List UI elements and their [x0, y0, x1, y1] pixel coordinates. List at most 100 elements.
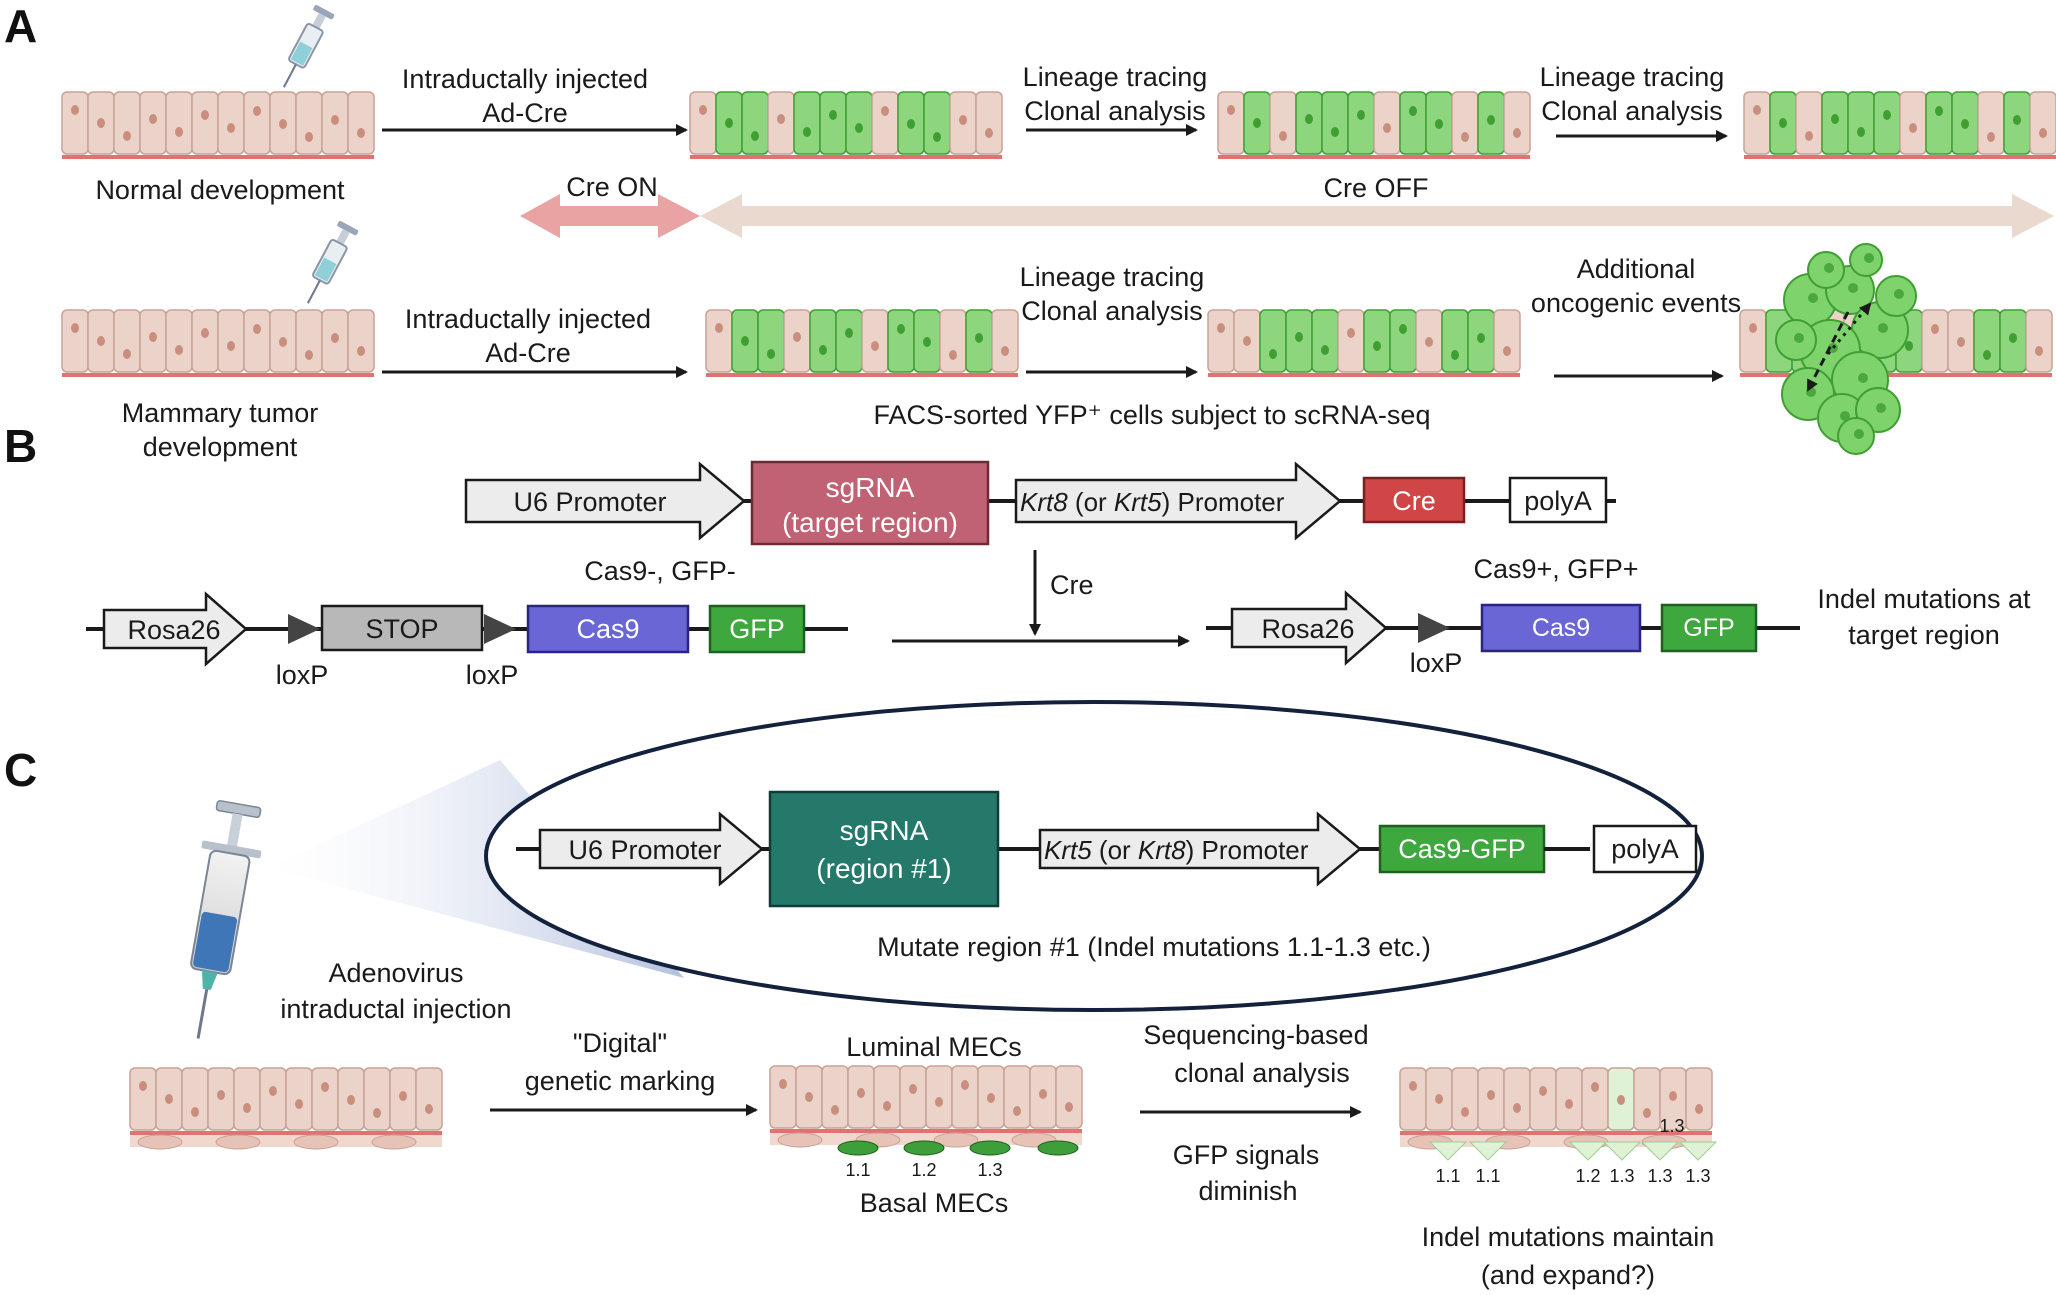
nucleus — [1373, 341, 1381, 351]
nucleus — [1831, 114, 1839, 124]
clone-basal-cell — [1602, 1141, 1642, 1161]
injection-caption: Adenovirus — [328, 958, 463, 988]
nucleus — [1269, 349, 1277, 359]
sgrna-label: sgRNA — [840, 815, 929, 846]
final-mark-label: 1.3 — [1609, 1166, 1634, 1186]
rosa26-label: Rosa26 — [1261, 614, 1354, 644]
nucleus — [1065, 1102, 1073, 1112]
nucleus — [191, 1107, 199, 1117]
basal-cell — [371, 1134, 417, 1150]
basal-cell — [293, 1134, 339, 1150]
basement-membrane — [62, 373, 374, 377]
epithelium-strip — [705, 309, 1019, 377]
cell — [113, 309, 141, 373]
cell — [1207, 309, 1235, 373]
gfp-diminish-label: GFP signals — [1173, 1140, 1320, 1170]
nucleus — [1227, 105, 1235, 115]
basement-membrane — [130, 1131, 442, 1135]
nucleus — [71, 105, 79, 115]
loxp-triangle — [1418, 613, 1450, 643]
cre-on-label: Cre ON — [566, 172, 658, 202]
final-mark-label: 1.1 — [1435, 1166, 1460, 1186]
basement-membrane — [1740, 373, 2052, 377]
luminal-label: Luminal MECs — [846, 1032, 1022, 1062]
nucleus — [2035, 346, 2043, 356]
tumor-nucleus — [1894, 289, 1904, 299]
basal-label: Basal MECs — [860, 1188, 1009, 1218]
labeled-cell — [835, 309, 863, 373]
labeled-cell — [819, 91, 847, 155]
cre-arrow-label: Cre — [1050, 570, 1094, 600]
basal-mark-label: 1.3 — [977, 1160, 1002, 1180]
nucleus — [425, 1104, 433, 1114]
nucleus — [399, 1091, 407, 1101]
nucleus — [1279, 131, 1287, 141]
cell — [873, 1065, 901, 1129]
injection-caption: intraductal injection — [280, 994, 511, 1024]
labeled-cell — [1847, 91, 1875, 155]
nucleus — [279, 337, 287, 347]
nucleus — [1477, 333, 1485, 343]
basement-membrane — [690, 155, 1002, 159]
tumor-development-caption: Mammary tumor — [122, 398, 319, 428]
nucleus — [1461, 132, 1469, 142]
loxp-triangle — [484, 614, 516, 644]
labeled-cell — [741, 91, 769, 155]
nucleus — [1001, 346, 1009, 356]
panel-b-label: B — [4, 420, 37, 472]
cell — [1503, 91, 1531, 155]
nucleus — [987, 1093, 995, 1103]
gfp-label: GFP — [729, 614, 785, 644]
cas9-box — [1480, 603, 1642, 653]
indel-result: target region — [1848, 620, 2000, 650]
basal-cell — [777, 1132, 823, 1148]
cas9-label: Cas9 — [1532, 614, 1590, 642]
cell — [1581, 1067, 1609, 1131]
nucleus — [1753, 105, 1761, 115]
cell — [191, 309, 219, 373]
nucleus — [883, 1101, 891, 1111]
nucleus — [985, 128, 993, 138]
tumor-nucleus — [1828, 343, 1838, 353]
u6-promoter-arrow — [538, 811, 764, 887]
nucleus — [871, 341, 879, 351]
nucleus — [1409, 106, 1417, 116]
nucleus — [1643, 1108, 1651, 1118]
nucleus — [881, 106, 889, 116]
epithelium-strip — [1207, 309, 1521, 377]
lineage-label: Lineage tracing — [1023, 62, 1208, 92]
migration-arrow — [1806, 311, 1850, 392]
nucleus — [1435, 1094, 1443, 1104]
nucleus — [803, 127, 811, 137]
nucleus — [949, 350, 957, 360]
migration-arrow — [1826, 302, 1872, 355]
nucleus — [2013, 115, 2021, 125]
nucleus — [373, 1108, 381, 1118]
nucleus — [321, 1082, 329, 1092]
epithelium-layers — [61, 91, 2056, 1150]
nucleus — [1669, 1091, 1677, 1101]
cell — [1217, 91, 1245, 155]
injection-label: Intraductally injected — [402, 64, 648, 94]
nucleus — [961, 1080, 969, 1090]
nucleus — [1987, 132, 1995, 142]
cell — [1633, 1067, 1661, 1131]
cell — [1529, 1067, 1557, 1131]
nucleus — [699, 105, 707, 115]
epithelium-strip — [769, 1065, 1083, 1148]
cell — [191, 91, 219, 155]
nucleus — [1983, 350, 1991, 360]
nucleus — [923, 337, 931, 347]
nucleus — [1779, 118, 1787, 128]
nucleus — [829, 110, 837, 120]
digital-label: "Digital" — [573, 1028, 667, 1058]
nucleus — [1931, 324, 1939, 334]
epithelium-strip — [1217, 91, 1531, 159]
labeled-cell — [1259, 309, 1287, 373]
cell — [243, 91, 271, 155]
basement-membrane — [1208, 373, 1520, 377]
cell — [1451, 91, 1479, 155]
tumor-nucleus — [1840, 411, 1850, 421]
